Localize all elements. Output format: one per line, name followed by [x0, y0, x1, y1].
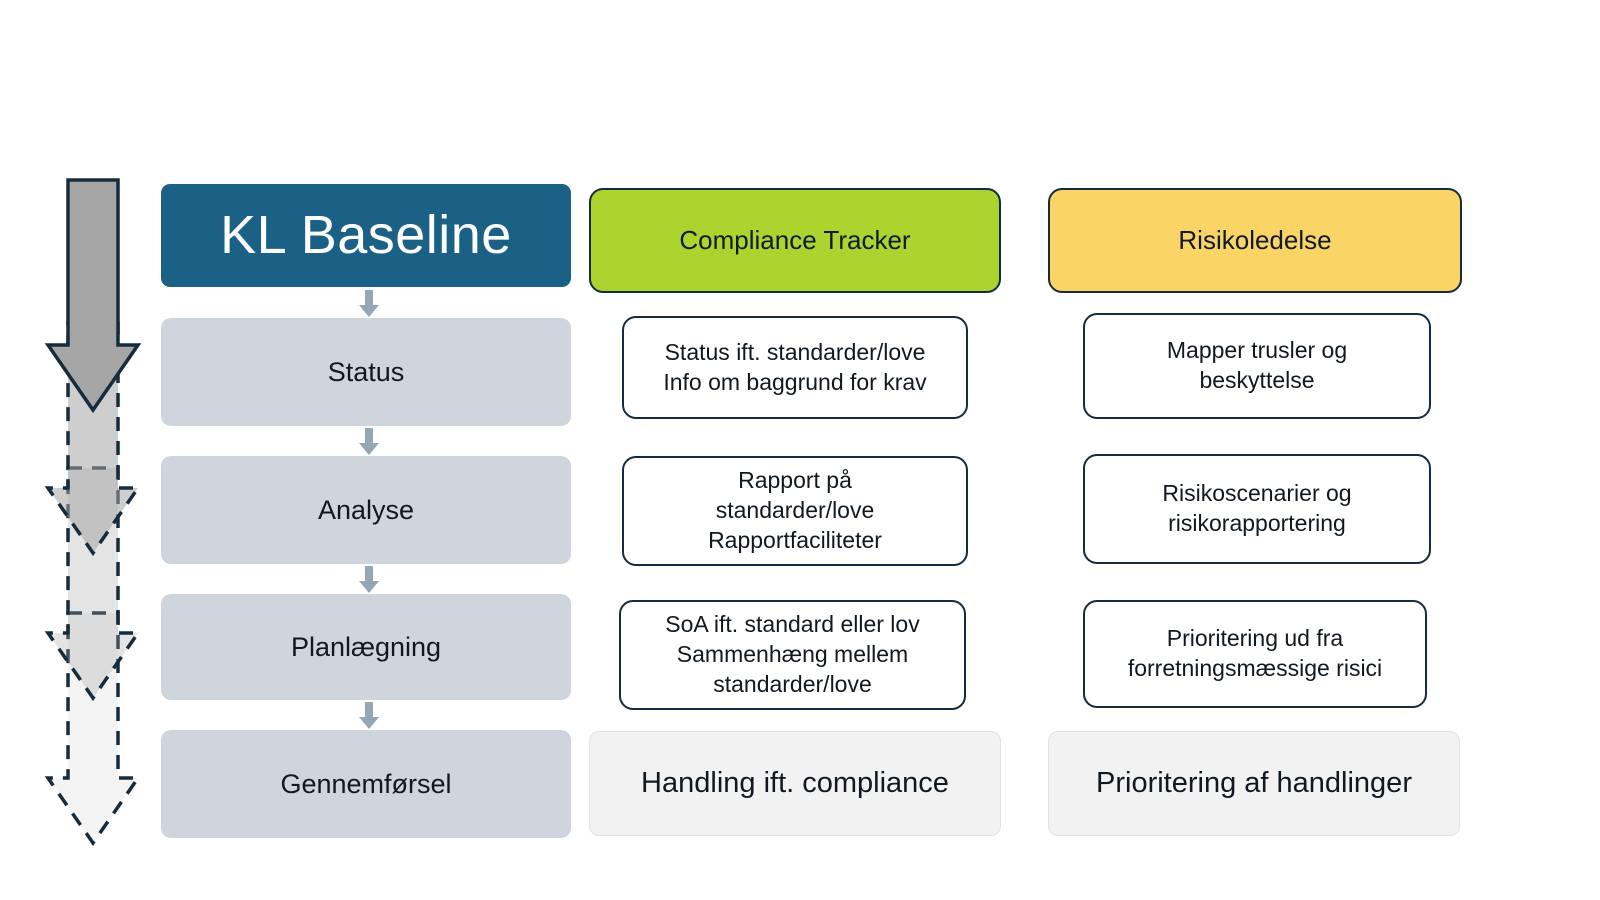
- stage-box-analyse[interactable]: Analyse: [161, 456, 571, 564]
- compliance-card-planlaegning-line-2: Sammenhæng mellem: [676, 641, 909, 668]
- compliance-card-analyse-line-1: Rapport på: [738, 467, 852, 494]
- compliance-card-planlaegning-line-1: SoA ift. standard eller lov: [665, 611, 920, 638]
- risiko-card-analyse[interactable]: Risikoscenarier og risikorapportering: [1083, 454, 1431, 564]
- compliance-card-status-line-2: Info om baggrund for krav: [663, 368, 927, 395]
- compliance-card-analyse[interactable]: Rapport på standarder/love Rapportfacili…: [622, 456, 968, 566]
- header-risikoledelse[interactable]: Risikoledelse: [1048, 188, 1462, 293]
- stage-box-planlaegning[interactable]: Planlægning: [161, 594, 571, 700]
- risiko-card-planlaegning[interactable]: Prioritering ud fra forretningsmæssige r…: [1083, 600, 1427, 708]
- progression-arrow-segment-4: [44, 611, 142, 847]
- risiko-summary-box[interactable]: Prioritering af handlinger: [1048, 731, 1460, 836]
- connector-arrow-1: [358, 290, 380, 318]
- risiko-card-analyse-line-2: risikorapportering: [1168, 510, 1346, 536]
- compliance-card-analyse-line-2: standarder/love: [715, 497, 875, 524]
- header-kl-baseline[interactable]: KL Baseline: [161, 184, 571, 287]
- risiko-card-status-line-1: Mapper trusler og: [1166, 337, 1348, 364]
- stage-box-gennemfoersel[interactable]: Gennemførsel: [161, 730, 571, 838]
- column-compliance-tracker: Compliance Tracker Status ift. standarde…: [589, 0, 1001, 900]
- column-kl-baseline: KL Baseline Status Analyse Planlægning G…: [161, 0, 571, 900]
- header-compliance-tracker[interactable]: Compliance Tracker: [589, 188, 1001, 293]
- risiko-card-status-line-2: beskyttelse: [1199, 367, 1315, 393]
- risiko-card-status[interactable]: Mapper trusler og beskyttelse: [1083, 313, 1431, 419]
- progression-arrow-segment-1: [44, 178, 142, 414]
- progression-arrow-stack: [38, 178, 148, 858]
- compliance-summary-box[interactable]: Handling ift. compliance: [589, 731, 1001, 836]
- compliance-card-status-line-1: Status ift. standarder/love: [664, 338, 926, 365]
- connector-arrow-3: [358, 566, 380, 594]
- risiko-card-analyse-line-1: Risikoscenarier og: [1162, 480, 1352, 507]
- column-risikoledelse: Risikoledelse Mapper trusler og beskytte…: [1048, 0, 1462, 900]
- risiko-card-planlaegning-line-2: forretningsmæssige risici: [1127, 655, 1383, 681]
- compliance-card-planlaegning[interactable]: SoA ift. standard eller lov Sammenhæng m…: [619, 600, 966, 710]
- stage-box-status[interactable]: Status: [161, 318, 571, 426]
- compliance-card-planlaegning-line-3: standarder/love: [713, 670, 872, 697]
- compliance-card-analyse-line-3: Rapportfaciliteter: [708, 526, 882, 553]
- connector-arrow-2: [358, 428, 380, 456]
- risiko-card-planlaegning-line-1: Prioritering ud fra: [1166, 625, 1344, 652]
- compliance-card-status[interactable]: Status ift. standarder/love Info om bagg…: [622, 316, 968, 419]
- connector-arrow-4: [358, 702, 380, 730]
